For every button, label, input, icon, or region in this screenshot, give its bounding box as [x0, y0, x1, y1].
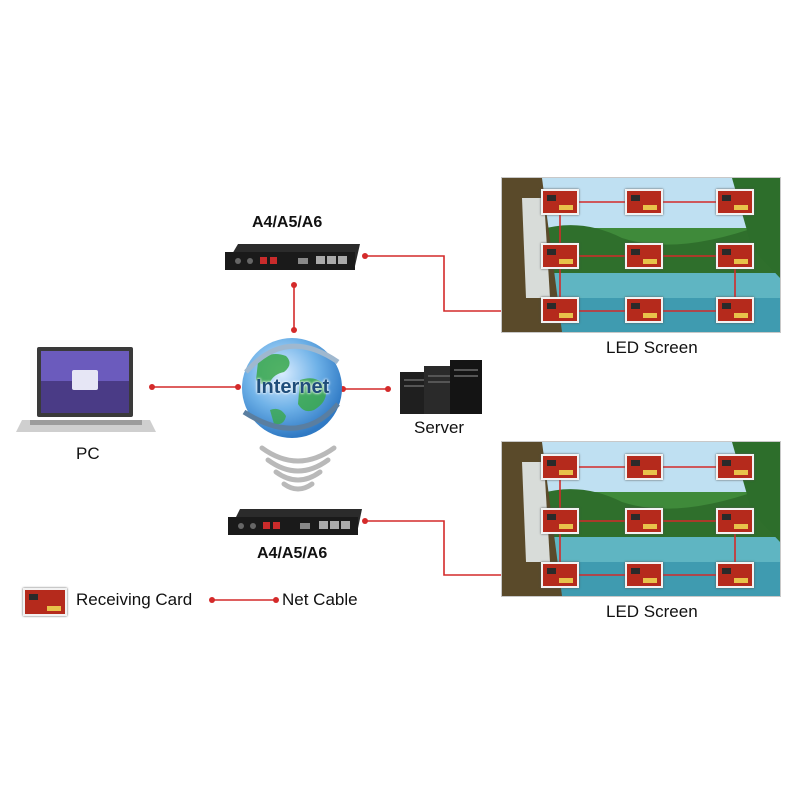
receiving-card	[625, 508, 663, 534]
receiving-card	[541, 189, 579, 215]
receiving-card	[716, 454, 754, 480]
legend-receiving-card-label: Receiving Card	[76, 590, 193, 609]
receiving-card	[541, 508, 579, 534]
receiving-card	[716, 243, 754, 269]
legend-net-cable-label: Net Cable	[282, 590, 358, 609]
receiving-card	[716, 562, 754, 588]
legend-receiving-card-icon	[23, 588, 67, 616]
receiving-card	[625, 454, 663, 480]
controller-bottom-label: A4/A5/A6	[257, 545, 328, 562]
receiving-card	[716, 189, 754, 215]
led-screen-bottom-label: LED Screen	[606, 602, 698, 621]
controller-top-label: A4/A5/A6	[252, 214, 323, 231]
receiving-card	[541, 562, 579, 588]
receiving-card	[716, 297, 754, 323]
led-screen-top-label: LED Screen	[606, 338, 698, 357]
receiving-card	[625, 189, 663, 215]
internet-label: Internet	[256, 376, 330, 398]
receiving-card	[541, 243, 579, 269]
receiving-card	[625, 562, 663, 588]
receiving-card	[625, 297, 663, 323]
receiving-card	[541, 297, 579, 323]
receiving-card	[625, 243, 663, 269]
receiving-card	[716, 508, 754, 534]
server-label: Server	[414, 418, 465, 437]
pc-label: PC	[76, 444, 100, 463]
receiving-card	[541, 454, 579, 480]
